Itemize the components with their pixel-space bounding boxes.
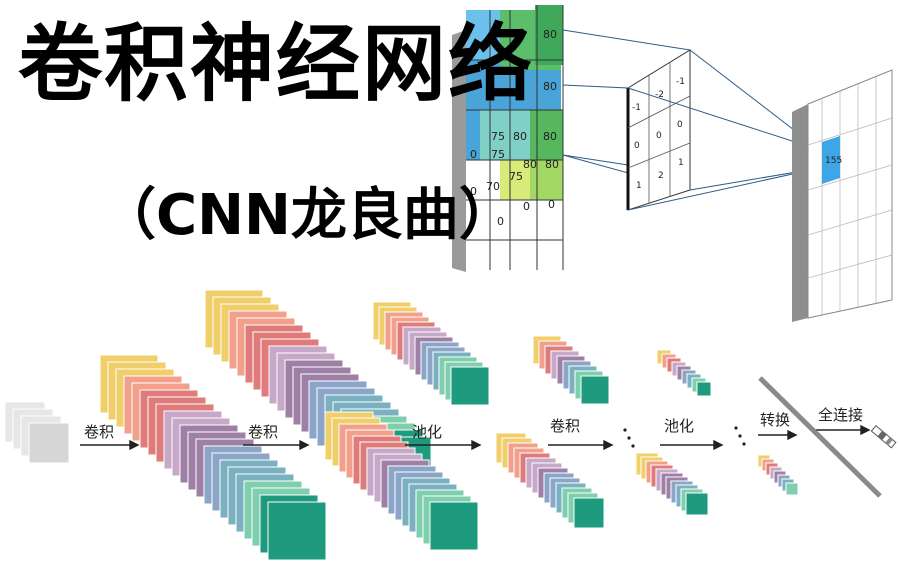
grid-value: 0 (497, 215, 504, 228)
grid-value: 75 (491, 130, 505, 143)
feature-map (685, 492, 709, 516)
output-cell (822, 136, 840, 184)
grid-value: 75 (491, 148, 505, 161)
output-grid: 155 (792, 69, 893, 322)
grid-value: 0 (470, 148, 477, 161)
input-grid-edge (452, 30, 466, 272)
feature-map (267, 501, 327, 561)
page-title: 卷积神经网络 (18, 15, 535, 113)
fc-layer-bar (758, 376, 882, 498)
ellipsis-dots (623, 426, 746, 448)
feature-map (785, 482, 799, 496)
grid-value: 0 (470, 212, 477, 225)
feature-map (573, 497, 605, 529)
grid-value: 80 (523, 158, 537, 171)
feature-map (429, 501, 479, 551)
pipeline-label-conv1: 卷积 (84, 423, 114, 441)
grid-value: 80 (543, 130, 557, 143)
input-image-stack (4, 401, 70, 464)
pipeline-label-conv3: 卷积 (550, 417, 580, 435)
output-value: 155 (825, 156, 842, 166)
feature-map (580, 375, 610, 405)
grid-value: 80 (543, 28, 557, 41)
grid-value: 80 (543, 80, 557, 93)
pipeline-label-fc: 全连接 (818, 406, 863, 424)
kernel-value: -1 (676, 77, 685, 87)
feature-map (450, 366, 490, 406)
kernel-value: 1 (678, 158, 684, 168)
kernel-value: 1 (636, 181, 642, 191)
page-subtitle: （CNN龙良曲） (100, 183, 515, 248)
kernel-value: 2 (658, 171, 664, 181)
kernel-value: -2 (655, 90, 664, 100)
grid-value: 0 (523, 200, 530, 213)
grid-value: 0 (470, 185, 477, 198)
grid-value: 0 (548, 198, 555, 211)
kernel-value: 0 (634, 141, 640, 151)
kernel-value: -1 (632, 103, 641, 113)
grid-value: 70 (486, 180, 500, 193)
feature-map (696, 381, 712, 397)
pipeline-label-flatten: 转换 (760, 411, 790, 429)
feature-map-stacks (99, 289, 799, 561)
grid-value: 75 (509, 170, 523, 183)
output-vector (870, 424, 897, 449)
grid-value: 80 (513, 130, 527, 143)
pipeline-label-pool2: 池化 (664, 417, 694, 435)
grid-value: 80 (545, 158, 559, 171)
kernel-value: 0 (656, 131, 662, 141)
kernel-grid: -1 -2 -1 0 0 0 1 2 1 (626, 49, 691, 211)
pipeline-arrows (80, 424, 871, 451)
input-grid: 80 80 75 80 80 0 75 80 80 0 70 75 0 0 0 … (466, 5, 564, 270)
pipeline-label-pool1: 池化 (412, 423, 442, 441)
input-image (28, 422, 70, 464)
pipeline-label-conv2: 卷积 (248, 423, 278, 441)
kernel-value: 0 (677, 120, 683, 130)
